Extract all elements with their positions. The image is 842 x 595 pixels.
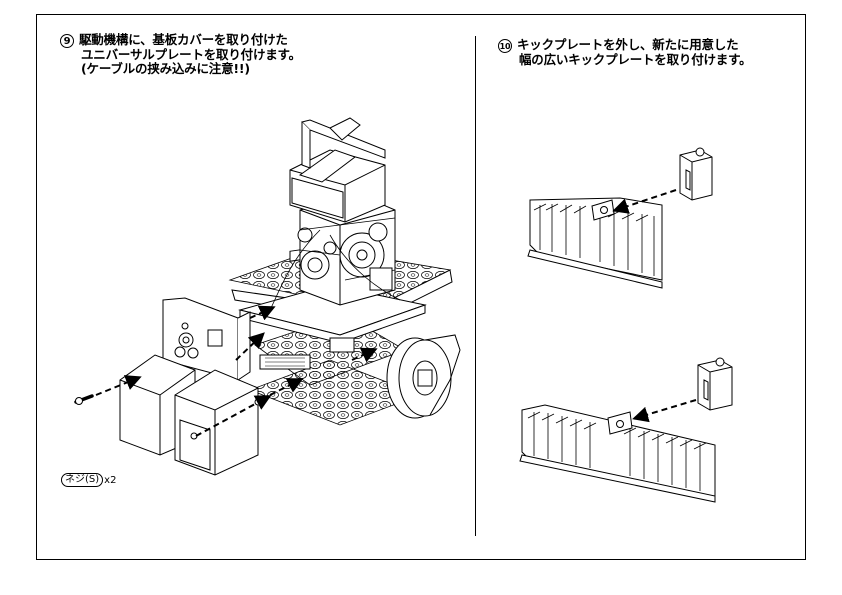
page-frame (36, 14, 806, 560)
screw-quantity: x2 (104, 474, 117, 486)
step-number-badge: 10 (498, 39, 512, 53)
screw-parts-label: ネジ(S) x2 (61, 473, 116, 487)
column-divider (475, 36, 476, 536)
step-10-line-2: 幅の広いキックプレートを取り付けます。 (519, 52, 752, 67)
step-number-badge: 9 (60, 34, 74, 48)
wide-kick-plate-drawing (519, 357, 733, 503)
step-9-line-3: (ケーブルの挟み込みに注意!!) (81, 61, 250, 76)
robot-assembly-drawing (74, 117, 461, 476)
step-9-line-2: ユニバーサルプレートを取り付けます。 (81, 47, 301, 62)
narrow-kick-plate-drawing (527, 147, 713, 289)
screw-part-name: ネジ(S) (61, 473, 104, 487)
